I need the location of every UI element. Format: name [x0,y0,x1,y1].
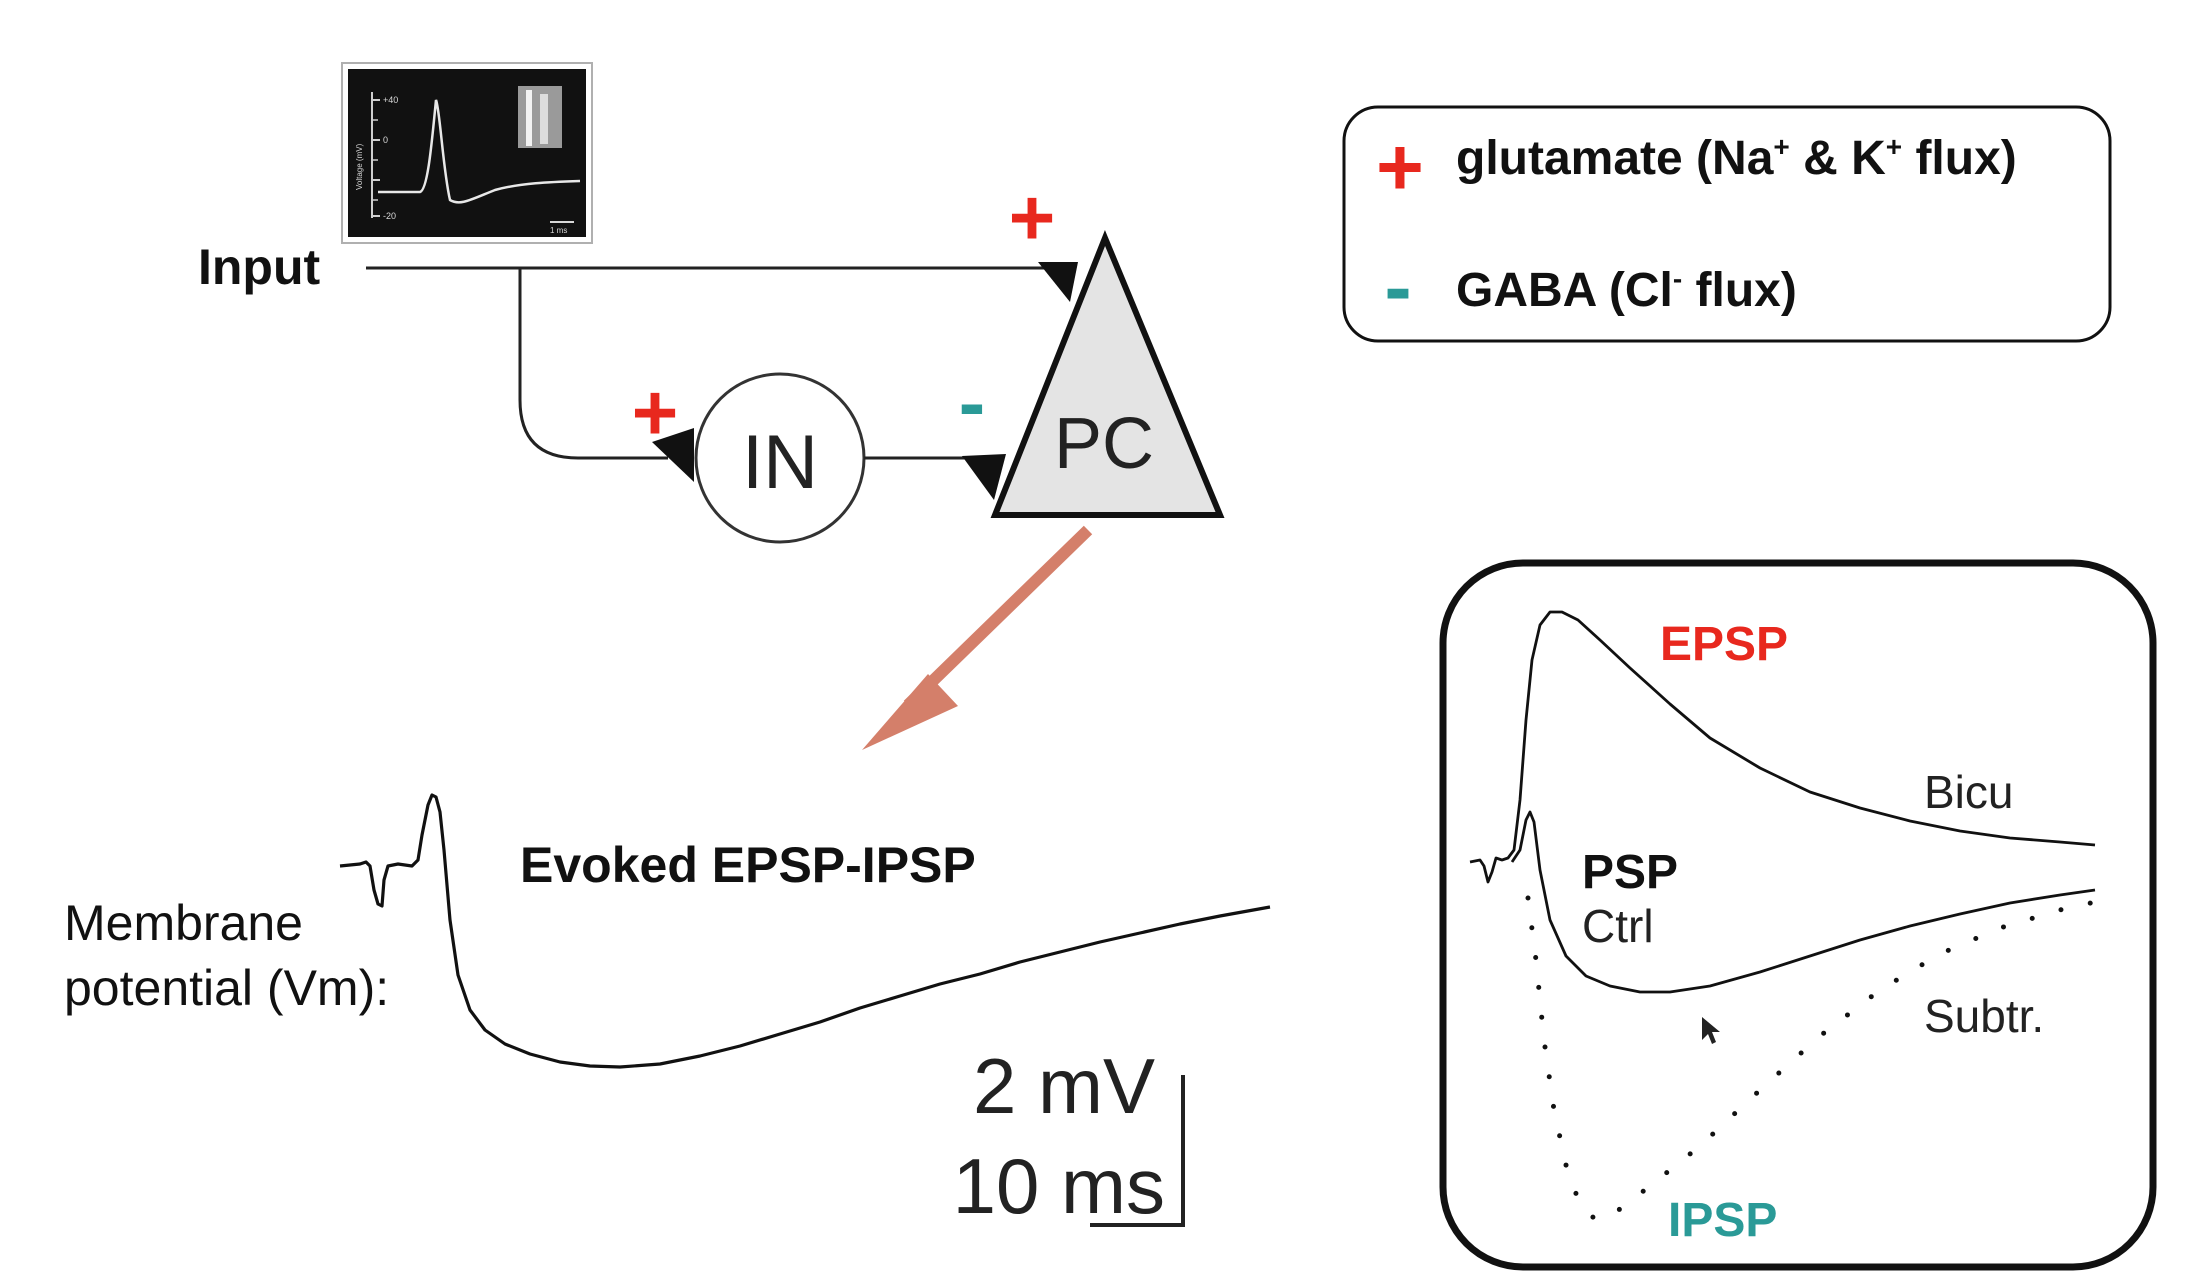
psp-label: PSP [1582,846,1678,899]
ipsp-label: IPSP [1668,1194,1777,1247]
synapse-input-to-in [652,428,694,482]
legend-gaba-text: GABA (Cl- flux) [1456,263,1797,317]
pharmacology-inset: EPSP Bicu PSP Ctrl Subtr. IPSP [1439,559,2157,1271]
inset-tick-zero: 0 [383,135,388,145]
input-branch-to-in [518,268,668,460]
action-potential-thumbnail: +40 0 -20 Voltage (mV) 1 ms [341,62,593,244]
arrow-shaft [903,525,1093,710]
inset-tick-top: +40 [383,95,398,105]
inset-axis-label: Voltage (mV) [355,143,364,190]
ctrl-label: Ctrl [1582,900,1654,952]
pyramidal-cell-soma [990,230,1225,518]
circuit-diagram: +40 0 -20 Voltage (mV) 1 ms Input IN PC [198,62,1225,750]
bicu-trace [1469,610,2096,884]
pyramidal-cell-label: PC [1054,404,1154,484]
bicu-label: Bicu [1924,766,2013,818]
scale-bar [1090,1075,1185,1227]
epsp-label: EPSP [1660,618,1788,671]
synapse-in-to-pc [962,454,1006,500]
inset-scale-label: 1 ms [550,226,567,235]
ctrl-trace [1510,810,2096,994]
input-label: Input [198,239,321,295]
inset-spike-trace [378,99,581,204]
input-in-plus-sign: + [632,368,679,457]
interneuron-label: IN [742,420,818,505]
scale-bar-mv-label: 2 mV [973,1042,1155,1130]
input-pc-plus-sign: + [1009,173,1056,262]
legend-glutamate-text: glutamate (Na+ & K+ flux) [1456,131,2017,185]
trace-ylabel-line2: potential (Vm): [64,960,389,1016]
inset-frame [1439,559,2157,1271]
inset-tick-bottom: -20 [383,211,396,221]
trace-ylabel-line1: Membrane [64,895,303,951]
legend-glutamate-sign: + [1376,122,1424,213]
evoked-psp-trace [339,793,1271,1069]
legend-gaba-sign: - [1384,242,1411,333]
mouse-cursor-icon [1702,1017,1720,1044]
trace-title: Evoked EPSP-IPSP [520,837,976,893]
in-pc-minus-sign: - [959,358,986,447]
synapse-input-to-pc [1038,262,1078,302]
evoked-trace-panel: Evoked EPSP-IPSP Membrane potential (Vm)… [64,793,1271,1230]
legend-box: + glutamate (Na+ & K+ flux) - GABA (Cl- … [1342,105,2112,343]
scale-bar-ms-label: 10 ms [953,1142,1165,1230]
subtr-label: Subtr. [1924,990,2044,1042]
arrow-head [862,674,958,750]
